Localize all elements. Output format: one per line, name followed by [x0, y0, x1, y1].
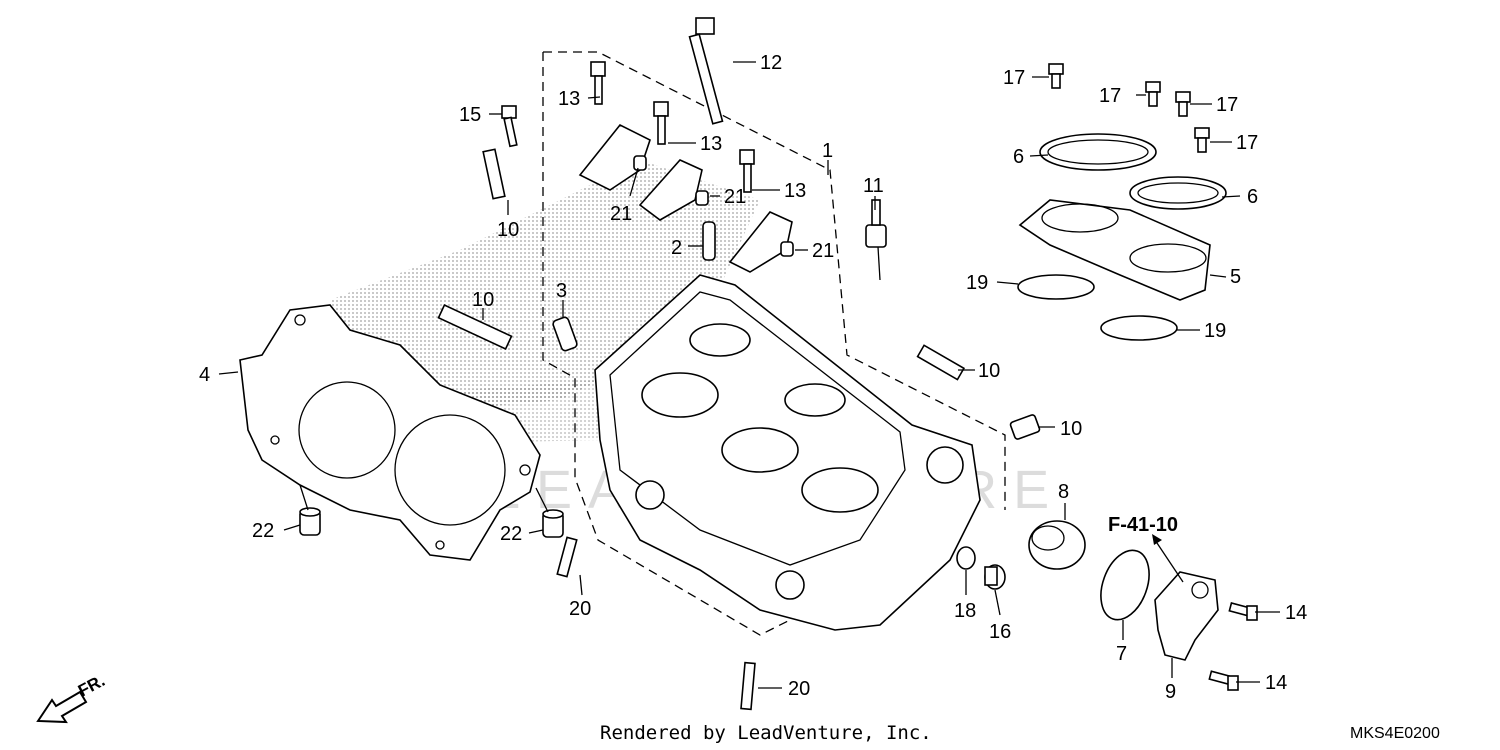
callout-13a: 13 — [558, 88, 580, 110]
bolt-13a — [590, 61, 606, 105]
camshaft-holder-3 — [728, 211, 793, 273]
callout-9: 9 — [1165, 681, 1176, 703]
cylinder-head — [594, 274, 981, 631]
callout-20b: 20 — [788, 678, 810, 700]
callout-21c: 21 — [812, 240, 834, 262]
callout-19a: 19 — [966, 272, 988, 294]
callout-20a: 20 — [569, 598, 591, 620]
callout-2: 2 — [671, 237, 682, 259]
callout-16: 16 — [989, 621, 1011, 643]
callout-21a: 21 — [610, 203, 632, 225]
stud-bolt-lower — [740, 661, 756, 711]
callout-11: 11 — [863, 175, 884, 197]
callout-13b: 13 — [700, 133, 722, 155]
callout-21b: 21 — [724, 186, 746, 208]
bolt-17d — [1194, 127, 1210, 153]
bolt-12 — [688, 17, 724, 125]
callout-15: 15 — [459, 104, 481, 126]
diagram-code: MKS4E0200 — [1350, 725, 1440, 742]
sealing-washer-18 — [956, 546, 976, 570]
callout-12: 12 — [760, 52, 782, 74]
dowel-3 — [552, 316, 578, 352]
thermostat-housing-9 — [1154, 571, 1219, 661]
dotted-projection-band — [330, 160, 760, 420]
reference-code: F-41-10 — [1108, 514, 1178, 536]
bolt-14a — [1228, 602, 1258, 621]
callout-18: 18 — [954, 600, 976, 622]
callout-17a: 17 — [1003, 67, 1025, 89]
callout-14a: 14 — [1285, 602, 1307, 624]
thermostat-gasket-7 — [1100, 549, 1150, 621]
callout-10b: 10 — [472, 289, 494, 311]
callout-22a: 22 — [252, 520, 274, 542]
temperature-sensor-11 — [865, 199, 887, 281]
leader-lines — [218, 61, 1280, 689]
callout-1: 1 — [822, 140, 833, 162]
assembly-dashed-outline — [542, 51, 1006, 636]
spark-plug-right — [916, 344, 966, 381]
dowel-pin-left — [299, 507, 321, 536]
callout-4: 4 — [199, 364, 210, 386]
callout-10c: 10 — [978, 360, 1000, 382]
dowel-21c — [780, 241, 794, 257]
callout-10d: 10 — [1060, 418, 1082, 440]
hose-clamp-upper — [1039, 133, 1157, 171]
bolt-15 — [501, 105, 518, 148]
callout-7: 7 — [1116, 643, 1127, 665]
bolt-17c — [1175, 91, 1191, 117]
bolt-13c — [739, 149, 755, 193]
spark-plug-upper — [482, 148, 506, 200]
thermostat-8 — [1028, 520, 1086, 570]
callout-17b: 17 — [1099, 85, 1121, 107]
callout-5: 5 — [1230, 266, 1241, 288]
callout-3: 3 — [556, 280, 567, 302]
reference-arrowhead — [1152, 534, 1162, 545]
front-direction-arrow: FR. — [36, 671, 108, 724]
callout-14b: 14 — [1265, 672, 1287, 694]
bolt-17b — [1145, 81, 1161, 107]
guide-pin-2 — [702, 221, 716, 261]
stud-bolt-upper — [556, 536, 578, 578]
callout-8: 8 — [1058, 481, 1069, 503]
insulator-5 — [1018, 199, 1211, 301]
callout-17c: 17 — [1216, 94, 1238, 116]
dowel-pin-right — [542, 509, 564, 538]
callout-17d: 17 — [1236, 132, 1258, 154]
callout-10a: 10 — [497, 219, 519, 241]
callout-labels: 1 2 3 4 5 6 6 7 8 9 10 10 10 10 11 12 13… — [199, 52, 1307, 703]
bolt-13b — [653, 101, 669, 145]
o-ring-upper — [1017, 274, 1095, 300]
spark-plug-center — [437, 303, 513, 351]
callout-6b: 6 — [1247, 186, 1258, 208]
dowel-21b — [695, 190, 709, 206]
bolt-14b — [1208, 670, 1239, 691]
bolt-17a — [1048, 63, 1064, 89]
hose-clamp-lower — [1129, 176, 1227, 210]
callout-22b: 22 — [500, 523, 522, 545]
callout-19b: 19 — [1204, 320, 1226, 342]
sealing-plug-16 — [984, 564, 1006, 590]
callout-13c: 13 — [784, 180, 806, 202]
camshaft-holder-1 — [578, 123, 651, 191]
dowel-21a — [633, 155, 647, 171]
camshaft-holder-2 — [638, 159, 703, 221]
o-ring-lower — [1100, 315, 1178, 341]
sensor-10-right — [1009, 414, 1041, 440]
footer-credit: Rendered by LeadVenture, Inc. — [600, 722, 932, 744]
callout-6a: 6 — [1013, 146, 1024, 168]
